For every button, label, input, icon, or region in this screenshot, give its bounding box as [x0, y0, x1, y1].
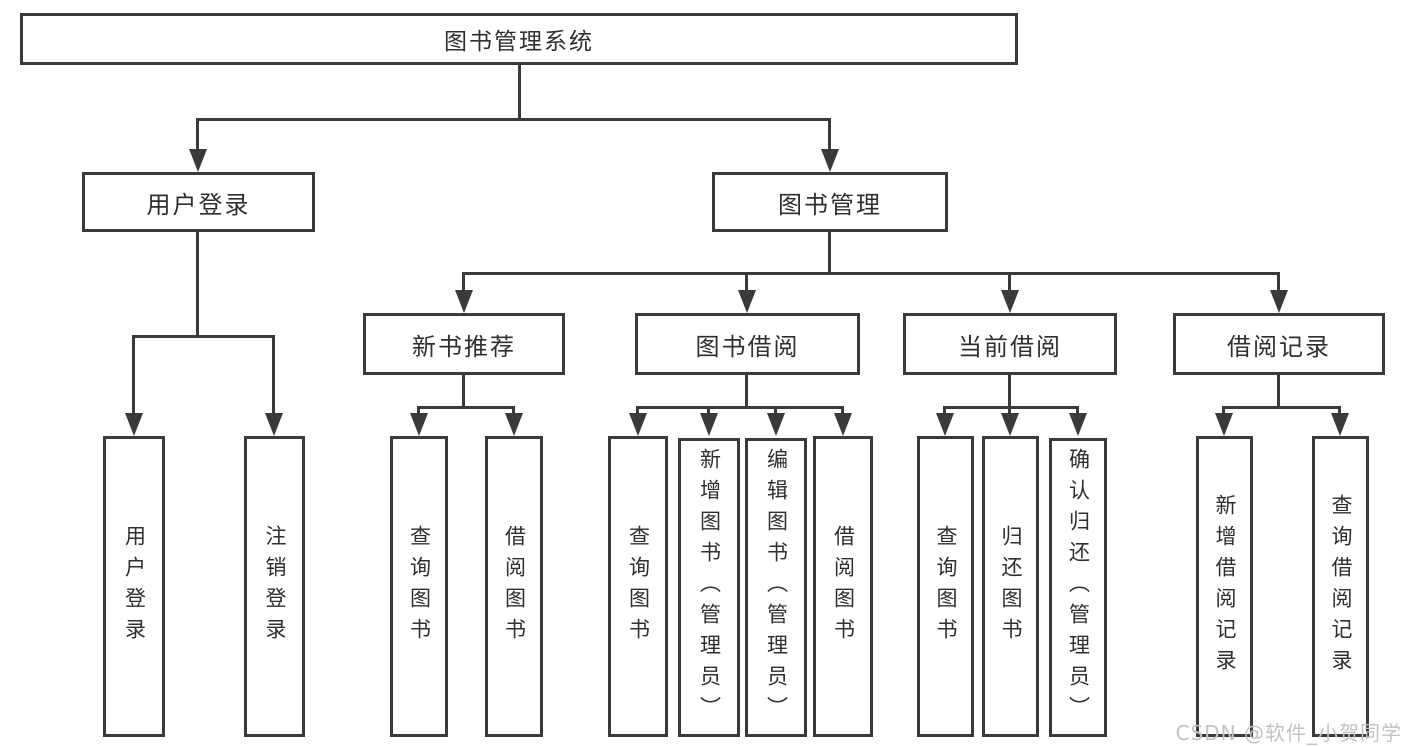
arrow-down-icon: [125, 413, 143, 436]
connector-line-h: [417, 406, 515, 409]
arrow-down-icon: [936, 413, 954, 436]
arrow-down-icon: [410, 413, 428, 436]
node-new-book-recommend: 新书推荐: [363, 313, 565, 375]
arrow-down-icon: [821, 149, 839, 172]
connector-line-h: [1222, 406, 1341, 409]
arrow-down-icon: [455, 290, 473, 313]
connector-line-h: [462, 272, 1280, 275]
leaf-add-borrow-record: 新增借阅记录: [1196, 436, 1253, 737]
connector-line-v: [943, 406, 946, 415]
connector-line-v: [1277, 375, 1280, 406]
connector-line-h: [636, 406, 844, 409]
leaf-logout: 注销登录: [244, 436, 305, 737]
arrow-down-icon: [505, 413, 523, 436]
leaf-borrow-books-2: 借阅图书: [813, 436, 873, 737]
arrow-down-icon: [1069, 413, 1087, 436]
connector-line-h: [132, 335, 275, 338]
leaf-query-books-1: 查询图书: [390, 436, 448, 737]
connector-line-v: [196, 118, 199, 150]
leaf-confirm-return-admin: 确认归还（管理员）: [1049, 438, 1107, 737]
arrow-down-icon: [1001, 413, 1019, 436]
connector-line-v: [828, 118, 831, 150]
arrow-down-icon: [189, 149, 207, 172]
connector-line-v: [636, 406, 639, 415]
leaf-query-books-3: 查询图书: [917, 436, 974, 737]
connector-line-v: [196, 232, 199, 335]
connector-line-v: [1008, 272, 1011, 291]
arrow-down-icon: [767, 413, 785, 436]
connector-line-v: [512, 406, 515, 415]
arrow-down-icon: [629, 413, 647, 436]
connector-line-v: [462, 375, 465, 406]
leaf-query-books-2: 查询图书: [608, 436, 668, 737]
connector-line-v: [745, 272, 748, 291]
leaf-borrow-books-1: 借阅图书: [485, 436, 543, 737]
connector-line-v: [1076, 406, 1079, 415]
connector-line-v: [841, 406, 844, 415]
connector-line-v: [707, 406, 710, 415]
connector-line-v: [1277, 272, 1280, 291]
arrow-down-icon: [1270, 290, 1288, 313]
leaf-query-borrow-record: 查询借阅记录: [1312, 436, 1369, 737]
leaf-edit-books-admin: 编辑图书（管理员）: [745, 438, 807, 737]
connector-line-v: [774, 406, 777, 415]
node-user-login: 用户登录: [82, 172, 315, 232]
node-borrow-records: 借阅记录: [1173, 313, 1385, 375]
leaf-add-books-admin: 新增图书（管理员）: [678, 438, 740, 737]
arrow-down-icon: [1001, 290, 1019, 313]
arrow-down-icon: [1215, 413, 1233, 436]
leaf-user-login: 用户登录: [103, 436, 165, 737]
leaf-return-books: 归还图书: [982, 436, 1039, 737]
connector-line-v: [417, 406, 420, 415]
arrow-down-icon: [1331, 413, 1349, 436]
node-current-borrow: 当前借阅: [903, 313, 1117, 375]
connector-line-v: [1338, 406, 1341, 415]
connector-line-v: [1008, 406, 1011, 415]
node-book-borrow: 图书借阅: [635, 313, 860, 375]
connector-line-v: [462, 272, 465, 291]
connector-line-v: [132, 335, 135, 414]
connector-line-v: [745, 375, 748, 406]
arrow-down-icon: [265, 413, 283, 436]
connector-line-v: [272, 335, 275, 414]
connector-line-v: [828, 232, 831, 272]
csdn-watermark: CSDN @软件_小贺同学: [1175, 721, 1402, 745]
arrow-down-icon: [700, 413, 718, 436]
connector-line-v: [518, 65, 521, 118]
connector-line-h: [943, 406, 1079, 409]
arrow-down-icon: [834, 413, 852, 436]
connector-line-h: [196, 118, 831, 121]
connector-line-v: [1222, 406, 1225, 415]
node-book-management: 图书管理: [712, 172, 948, 232]
arrow-down-icon: [738, 290, 756, 313]
node-root: 图书管理系统: [20, 13, 1018, 65]
connector-line-v: [1008, 375, 1011, 406]
